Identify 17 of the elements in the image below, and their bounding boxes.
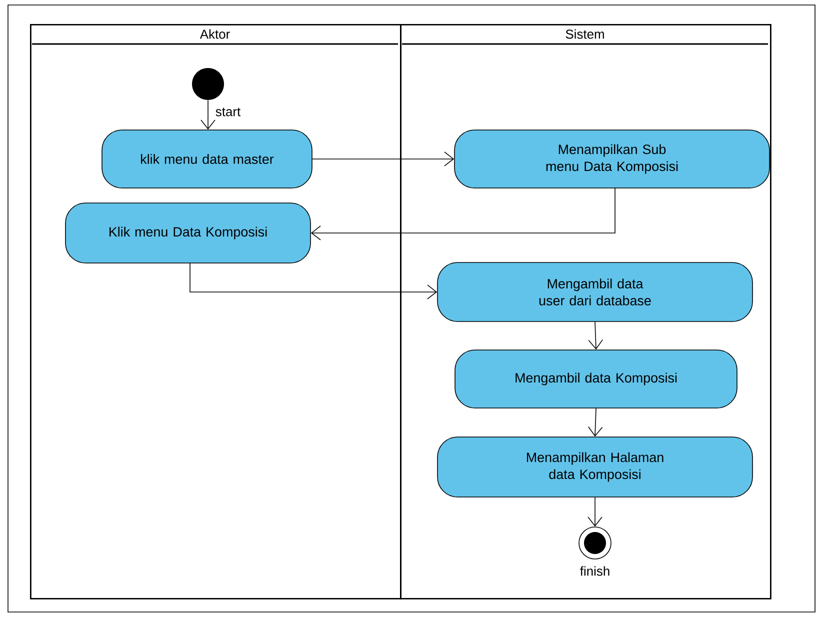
arrow: [190, 262, 438, 300]
action-box: Mengambil data user dari database: [437, 262, 753, 322]
end-node: [578, 526, 612, 560]
action-box: Menampilkan Halaman data Komposisi: [437, 436, 753, 498]
action-box: klik menu data master: [102, 130, 312, 188]
action-box: Mengambil data Komposisi: [454, 350, 738, 408]
action-box: Menampilkan Sub menu Data Komposisi: [454, 130, 770, 188]
arrow: [312, 152, 454, 166]
start-node: [192, 68, 224, 100]
action-box: Klik menu Data Komposisi: [65, 202, 311, 264]
arrow: [200, 100, 216, 130]
arrow: [588, 322, 604, 350]
node-caption: start: [214, 106, 242, 118]
arrow: [310, 188, 616, 240]
arrow: [588, 497, 602, 527]
node-caption: finish: [578, 565, 612, 577]
arrow: [588, 408, 603, 437]
